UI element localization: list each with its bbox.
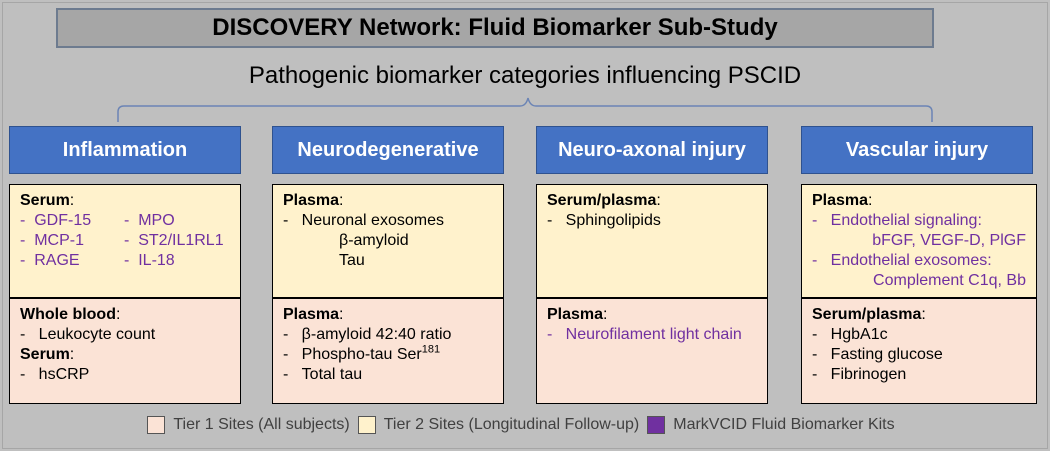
vascular-plasma-label: Plasma — [812, 192, 869, 209]
biomarker-fasting-glucose: Fasting glucose — [830, 346, 943, 363]
header-inflammation: Inflammation — [9, 126, 241, 174]
legend-swatch-kits — [647, 416, 666, 434]
biomarker-endothelial-exosomes: Endothelial exosomes: — [830, 252, 992, 269]
biomarker-leukocyte-count: Leukocyte count — [38, 326, 156, 343]
biomarker-st2: ST2/IL1RL1 — [138, 232, 224, 249]
biomarker-neuronal-exosomes: Neuronal exosomes — [301, 212, 444, 229]
header-neuro-axonal-injury: Neuro-axonal injury — [536, 126, 768, 174]
neuroaxonal-serumplasma-label: Serum/plasma — [547, 192, 657, 209]
legend: Tier 1 Sites (All subjects) Tier 2 Sites… — [0, 416, 1050, 434]
neurodegenerative-tier1-box: Plasma: - β-amyloid 42:40 ratio - Phosph… — [272, 298, 504, 404]
vascular-tier2-box: Plasma: - Endothelial signaling: bFGF, V… — [801, 184, 1037, 298]
neurodegenerative-plasma-label-2: Plasma — [283, 306, 340, 323]
neuroaxonal-plasma-label: Plasma — [547, 306, 604, 323]
figure-title: DISCOVERY Network: Fluid Biomarker Sub-S… — [56, 8, 934, 48]
phospho-tau-superscript: 181 — [421, 343, 441, 356]
inflammation-serum-label-2: Serum — [20, 346, 70, 363]
biomarker-mcp1: MCP-1 — [34, 232, 84, 249]
neurodegenerative-plasma-label: Plasma — [283, 192, 340, 209]
biomarker-fibrinogen: Fibrinogen — [830, 366, 907, 383]
legend-label-tier1: Tier 1 Sites (All subjects) — [173, 416, 350, 433]
biomarker-il18: IL-18 — [138, 252, 175, 269]
category-brace — [117, 97, 933, 122]
vascular-serumplasma-label: Serum/plasma — [812, 306, 922, 323]
biomarker-sphingolipids: Sphingolipids — [565, 212, 661, 229]
inflammation-tier2-box: Serum: - GDF-15 - MPO - MCP-1 - ST2/IL1R… — [9, 184, 241, 298]
biomarker-beta-amyloid: β-amyloid — [339, 232, 409, 249]
biomarker-hgba1c: HgbA1c — [830, 326, 888, 343]
biomarker-rage: RAGE — [34, 252, 80, 269]
legend-label-tier2: Tier 2 Sites (Longitudinal Follow-up) — [383, 416, 640, 433]
legend-swatch-tier2 — [357, 416, 376, 434]
legend-label-kits: MarkVCID Fluid Biomarker Kits — [673, 416, 895, 433]
biomarker-mpo: MPO — [138, 212, 175, 229]
inflammation-wholeblood-label: Whole blood — [20, 306, 116, 323]
biomarker-complement: Complement C1q, Bb — [873, 272, 1026, 289]
biomarker-neurofilament: Neurofilament light chain — [565, 326, 742, 343]
biomarker-growth-factors: bFGF, VEGF-D, PlGF — [872, 232, 1026, 249]
vascular-tier1-box: Serum/plasma: - HgbA1c - Fasting glucose… — [801, 298, 1037, 404]
legend-item-tier1: Tier 1 Sites (All subjects) — [147, 416, 350, 434]
biomarker-endothelial-signaling: Endothelial signaling: — [830, 212, 982, 229]
neuroaxonal-tier2-box: Serum/plasma: - Sphingolipids — [536, 184, 768, 298]
legend-item-tier2: Tier 2 Sites (Longitudinal Follow-up) — [357, 416, 640, 434]
inflammation-serum-label: Serum — [20, 192, 70, 209]
biomarker-hscrp: hsCRP — [38, 366, 90, 383]
neuroaxonal-tier1-box: Plasma: - Neurofilament light chain — [536, 298, 768, 404]
legend-swatch-tier1 — [147, 416, 166, 434]
neurodegenerative-tier2-box: Plasma: - Neuronal exosomes β-amyloid Ta… — [272, 184, 504, 298]
header-vascular-injury: Vascular injury — [801, 126, 1033, 174]
biomarker-gdf15: GDF-15 — [34, 212, 92, 229]
biomarker-total-tau: Total tau — [301, 366, 363, 383]
biomarker-phospho-tau: Phospho-tau Ser — [301, 346, 422, 363]
figure-subtitle: Pathogenic biomarker categories influenc… — [248, 62, 802, 89]
header-neurodegenerative: Neurodegenerative — [272, 126, 504, 174]
biomarker-tau: Tau — [339, 252, 365, 269]
inflammation-tier1-box: Whole blood: - Leukocyte count Serum: - … — [9, 298, 241, 404]
biomarker-amyloid-ratio: β-amyloid 42:40 ratio — [301, 326, 452, 343]
legend-item-kits: MarkVCID Fluid Biomarker Kits — [647, 416, 895, 434]
